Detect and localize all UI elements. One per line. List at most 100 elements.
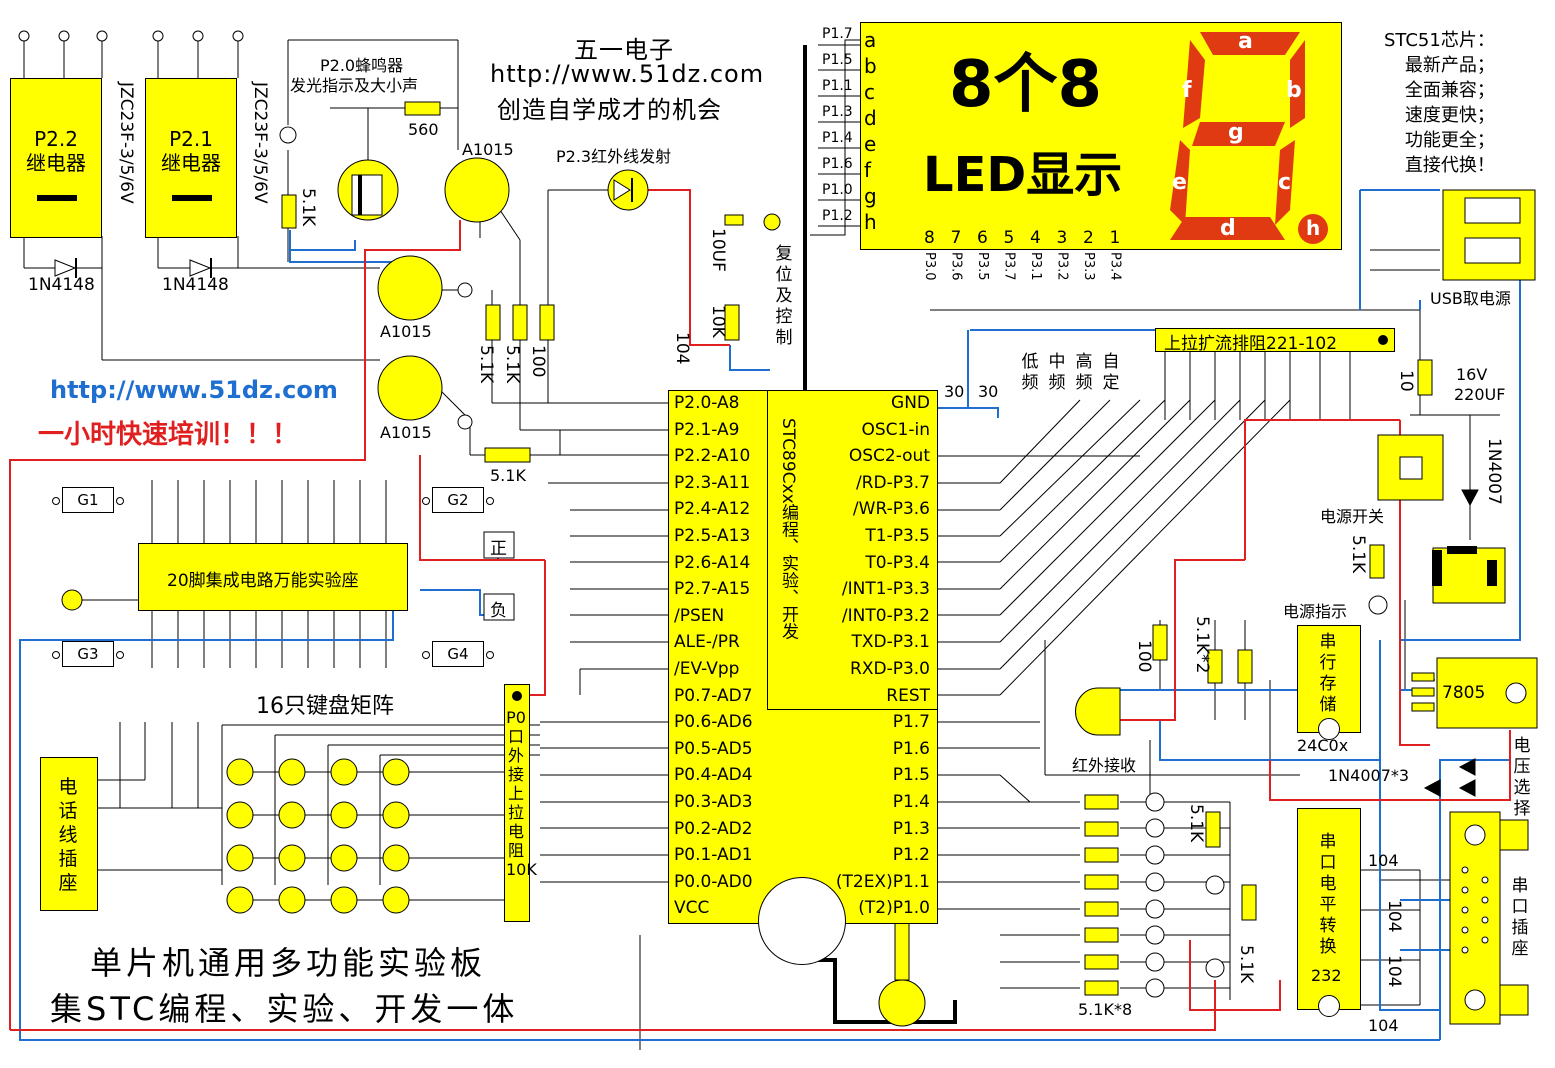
segment-letter: b: [864, 54, 877, 78]
slogan: 创造自学成才的机会: [497, 96, 722, 124]
digit-number: 1: [1109, 228, 1121, 248]
chip-pin-left: ALE-/PR: [674, 632, 740, 653]
chip-pin-right: T0-P3.4: [865, 552, 930, 573]
footer-line1: 单片机通用多功能实验板: [90, 944, 487, 982]
power-led-resistor: 5.1K: [1348, 535, 1368, 574]
led-resistor: 5.1K: [1186, 804, 1206, 843]
ground-g3: G3: [52, 641, 124, 667]
chip-pin-left: P2.4-A12: [674, 499, 751, 520]
phone-socket-label: 电话线插座: [58, 776, 78, 894]
stc-notes: STC51芯片：最新产品；全面兼容；速度更快；功能更全；直接代换！: [1384, 28, 1495, 178]
serial-cap: 104: [1384, 900, 1404, 933]
segment-port-pin: P1.5: [822, 52, 853, 68]
stc-note-line: 功能更全；: [1404, 130, 1495, 151]
digit-number: 2: [1083, 228, 1094, 248]
chip-pin-left: P2.3-A11: [674, 472, 751, 493]
mcu-chip: [668, 390, 938, 965]
segment-f: f: [1182, 78, 1192, 103]
digit-number: 6: [977, 228, 988, 248]
chip-pin-right: P1.2: [892, 845, 930, 866]
segment-d: d: [1220, 216, 1236, 241]
digit-number: 3: [1056, 228, 1068, 248]
led-resistor: 5.1K: [1236, 945, 1256, 984]
serial-cap: 104: [1384, 955, 1404, 988]
chip-pin-right: TXD-P3.1: [851, 632, 930, 653]
frequency-option[interactable]: 低频: [1021, 352, 1039, 393]
ground-g2: G2: [422, 487, 494, 513]
segment-letter: f: [864, 158, 872, 182]
digit-number: 5: [1003, 228, 1015, 248]
relay-label: 继电器: [161, 151, 221, 175]
power-resistor: 10: [1396, 370, 1416, 392]
digit-port-pin: P3.5: [975, 252, 990, 281]
socket-20pin: 20脚集成电路万能实验座: [138, 543, 408, 611]
digit-port-pin: P3.6: [948, 252, 964, 281]
chip-pin-left: P0.6-AD6: [674, 712, 753, 733]
serial-cap: 104: [1368, 851, 1399, 870]
led-title-1: 8个8: [949, 48, 1103, 122]
buzzer-label: P2.0蜂鸣器: [320, 56, 404, 75]
segment-port-pin: P1.4: [822, 130, 853, 146]
power-cap-voltage: 16V: [1456, 365, 1488, 384]
frequency-option[interactable]: 高频: [1075, 352, 1093, 393]
chip-notch: [758, 877, 846, 965]
relay-diode: 1N4148: [162, 275, 229, 295]
chip-pin-right: P1.3: [892, 818, 930, 839]
led-display-board: 8个8 LED显示: [860, 22, 1342, 250]
frequency-option[interactable]: 自定: [1102, 352, 1120, 393]
segment-letter: e: [864, 132, 877, 156]
chip-pin-right: T1-P3.5: [865, 526, 930, 546]
pullup-array: 上拉扩流排阻221-102: [1155, 328, 1395, 354]
segment-port-pin: P1.6: [822, 156, 853, 172]
transistor-label: A1015: [380, 322, 432, 341]
buzzer-resistor: 560: [408, 120, 439, 139]
chip-pin-right: P1.4: [892, 792, 930, 812]
resistor-label: 5.1K: [502, 345, 522, 384]
chip-pin-left: P2.2-A10: [674, 446, 751, 467]
chip-pin-left: P0.0-AD0: [674, 871, 753, 892]
chip-pin-right: P1.5: [892, 765, 930, 786]
chip-pin-left: P2.6-A14: [674, 552, 751, 573]
reset-label: 复位及控制: [775, 244, 793, 348]
resistor-label: 5.1K: [298, 188, 318, 227]
ground-g4: G4: [422, 641, 494, 667]
chip-pin-left: P0.2-AD2: [674, 818, 753, 839]
eeprom-chip: [1297, 625, 1361, 740]
stc-note-line: 全面兼容；: [1404, 80, 1495, 101]
chip-pin-right: /RD-P3.7: [855, 472, 930, 493]
power-switch-label: 电源开关: [1320, 507, 1385, 526]
resistor-label: 100: [528, 345, 548, 378]
power-diode: 1N4007: [1484, 438, 1504, 505]
stc-note-line: 直接代换！: [1404, 155, 1495, 176]
serial-socket-label: 串口插座: [1511, 876, 1529, 959]
chip-pin-right: OSC1-in: [861, 419, 931, 440]
company-url: http://www.51dz.com: [490, 60, 765, 88]
segment-letter: d: [864, 106, 877, 130]
digit-port-pin: P3.3: [1081, 252, 1096, 281]
frequency-option[interactable]: 中频: [1048, 352, 1066, 393]
segment-e: e: [1172, 170, 1187, 195]
regulator-label: 7805: [1442, 683, 1486, 703]
polarity-negative: 负: [490, 601, 507, 621]
digit-port-pin: P3.4: [1107, 252, 1123, 281]
resistor-label: 10K: [708, 305, 728, 338]
segment-letter: h: [864, 210, 877, 234]
serial-converter-chip: [1297, 808, 1361, 1017]
chip-pin-right: P1.6: [892, 738, 930, 759]
power-indicator-label: 电源指示: [1283, 602, 1348, 621]
chip-pin-right: (T2)P1.0: [858, 898, 930, 919]
chip-pin-left: P0.3-AD3: [674, 792, 753, 812]
osc-cap: 30: [978, 382, 999, 401]
chip-pin-left: P2.5-A13: [674, 526, 751, 546]
segment-b: b: [1286, 78, 1302, 103]
phone-socket: [40, 757, 98, 911]
segment-port-pin: P1.3: [822, 104, 853, 120]
chip-pin-right: (T2EX)P1.1: [835, 871, 930, 892]
resistor-label: 5.1K: [490, 466, 526, 485]
eeprom-part: 24C0x: [1297, 736, 1349, 755]
chip-pin-left: P0.7-AD7: [674, 685, 753, 706]
capacitor-label: 10UF: [708, 228, 728, 272]
relay-model: JZC23F-3/5/6V: [116, 82, 136, 204]
chip-pin-right: P1.7: [892, 712, 930, 733]
